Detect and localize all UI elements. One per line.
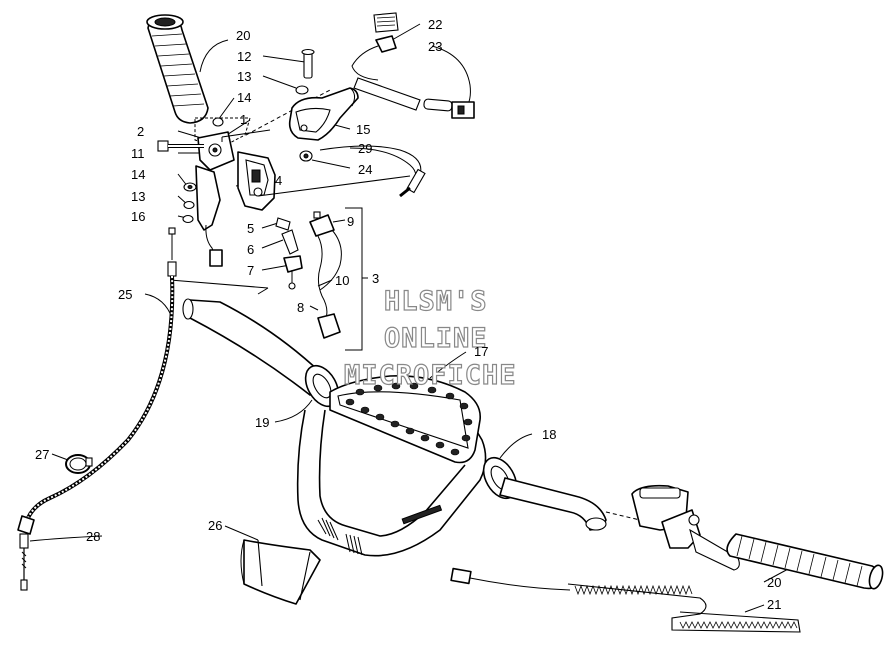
switch-sub-assembly (275, 207, 368, 351)
watermark: HLSM'S ONLINE MICROFICHE (343, 285, 517, 391)
throttle-lever (257, 48, 411, 197)
callout-14-lower: 14 (131, 167, 145, 182)
callout-5: 5 (247, 221, 254, 236)
callout-14-upper: 14 (237, 90, 251, 105)
callout-labels: 20 12 13 14 1 2 11 14 13 16 22 23 15 29 … (35, 17, 781, 612)
callout-20-left-grip: 20 (236, 28, 250, 43)
callout-21: 21 (767, 597, 781, 612)
callout-8: 8 (297, 300, 304, 315)
callout-18: 18 (542, 427, 556, 442)
handlebar (169, 279, 607, 557)
callout-27: 27 (35, 447, 49, 462)
callout-28: 28 (86, 529, 100, 544)
callout-16: 16 (131, 209, 145, 224)
callout-13-lower: 13 (131, 189, 145, 204)
callout-25: 25 (118, 287, 132, 302)
callout-17: 17 (474, 344, 488, 359)
cable-clamp (65, 454, 93, 474)
callout-26: 26 (208, 518, 222, 533)
watermark-line-2: ONLINE (384, 323, 488, 354)
callout-1: 1 (240, 112, 247, 127)
callout-3: 3 (372, 271, 379, 286)
callout-20-right-grip: 20 (767, 575, 781, 590)
callout-24: 24 (358, 162, 372, 177)
callout-4: 4 (275, 173, 282, 188)
callout-10: 10 (335, 273, 349, 288)
crossbar-pad (240, 539, 321, 605)
right-grip (726, 533, 884, 590)
watermark-line-1: HLSM'S (384, 286, 488, 317)
left-grip (146, 14, 209, 124)
callout-15: 15 (356, 122, 370, 137)
callout-19: 19 (255, 415, 269, 430)
callout-2: 2 (137, 124, 144, 139)
callout-23: 23 (428, 39, 442, 54)
callout-29: 29 (358, 141, 372, 156)
callout-13-upper: 13 (237, 69, 251, 84)
callout-6: 6 (247, 242, 254, 257)
watermark-line-3: MICROFICHE (344, 360, 517, 391)
callout-7: 7 (247, 263, 254, 278)
throttle-sensor (351, 12, 475, 119)
brake-master-cylinder (605, 484, 740, 571)
callout-12: 12 (237, 49, 251, 64)
tether-switch (319, 145, 426, 198)
callout-9: 9 (347, 214, 354, 229)
grip-heater-element (450, 567, 801, 633)
throttle-cable (17, 227, 177, 591)
callout-11: 11 (131, 146, 145, 161)
left-switch-housing (157, 89, 331, 267)
callout-22: 22 (428, 17, 442, 32)
bolt-11 (157, 140, 204, 152)
